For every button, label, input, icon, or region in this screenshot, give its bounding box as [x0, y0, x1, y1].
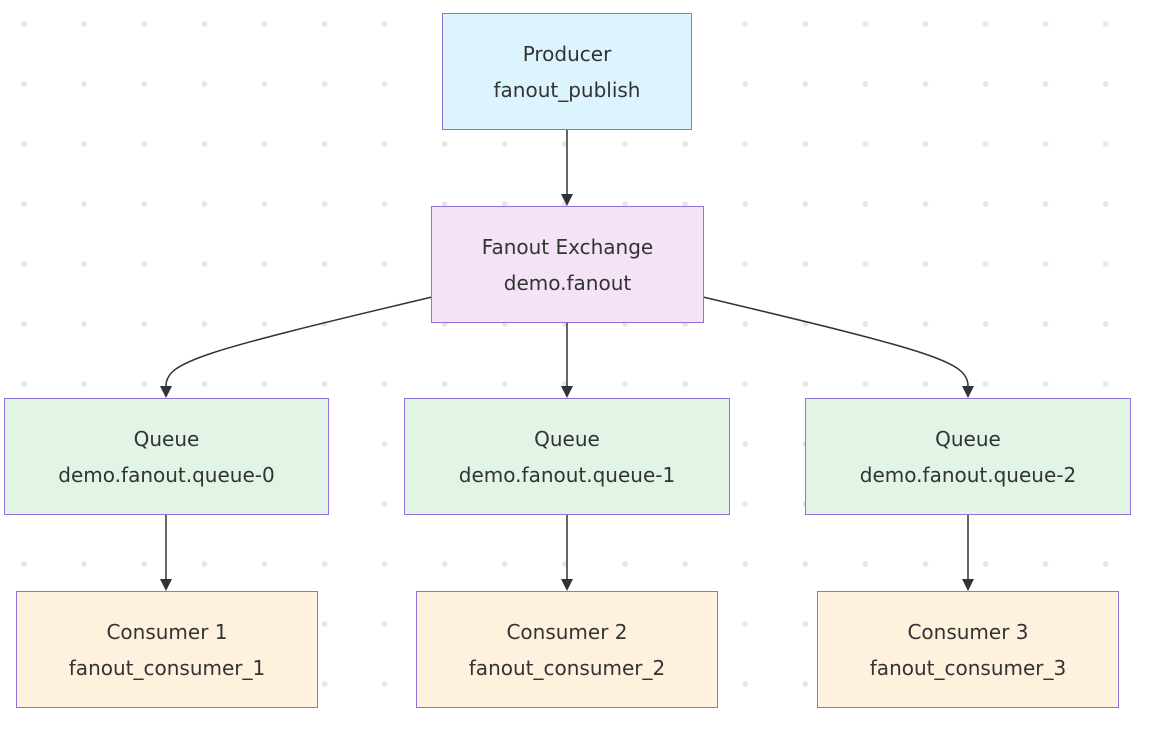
queue-subtitle: demo.fanout.queue-2 [859, 462, 1077, 487]
arrowhead-consumer-1 [160, 579, 172, 591]
exchange-node[interactable]: Fanout Exchange demo.fanout [431, 206, 704, 323]
exchange-subtitle: demo.fanout [503, 270, 632, 295]
consumer-title: Consumer 3 [907, 619, 1029, 644]
consumer-title: Consumer 1 [106, 619, 228, 644]
queue-node-2[interactable]: Queue demo.fanout.queue-2 [805, 398, 1131, 515]
queue-subtitle: demo.fanout.queue-0 [58, 462, 275, 487]
producer-title: Producer [522, 41, 612, 66]
consumer-subtitle: fanout_consumer_3 [869, 655, 1067, 680]
consumer-node-1[interactable]: Consumer 1 fanout_consumer_1 [16, 591, 318, 708]
producer-node[interactable]: Producer fanout_publish [442, 13, 692, 130]
edge-exchange-queue-2 [702, 296, 969, 387]
producer-subtitle: fanout_publish [493, 77, 641, 102]
queue-node-1[interactable]: Queue demo.fanout.queue-1 [404, 398, 730, 515]
queue-title: Queue [133, 426, 200, 451]
queue-title: Queue [935, 426, 1001, 451]
exchange-title: Fanout Exchange [481, 234, 654, 259]
arrowhead-consumer-2 [561, 579, 573, 591]
arrowhead-queue-1 [561, 386, 573, 398]
queue-node-0[interactable]: Queue demo.fanout.queue-0 [4, 398, 329, 515]
consumer-node-3[interactable]: Consumer 3 fanout_consumer_3 [817, 591, 1119, 708]
consumer-title: Consumer 2 [506, 619, 628, 644]
arrowhead-consumer-3 [962, 579, 974, 591]
edge-exchange-queue-0 [165, 296, 433, 387]
queue-title: Queue [534, 426, 600, 451]
consumer-node-2[interactable]: Consumer 2 fanout_consumer_2 [416, 591, 718, 708]
arrowhead-queue-2 [962, 386, 974, 398]
arrowhead-exchange [561, 194, 573, 206]
consumer-subtitle: fanout_consumer_1 [68, 655, 266, 680]
consumer-subtitle: fanout_consumer_2 [468, 655, 666, 680]
queue-subtitle: demo.fanout.queue-1 [458, 462, 676, 487]
arrowhead-queue-0 [160, 386, 172, 398]
